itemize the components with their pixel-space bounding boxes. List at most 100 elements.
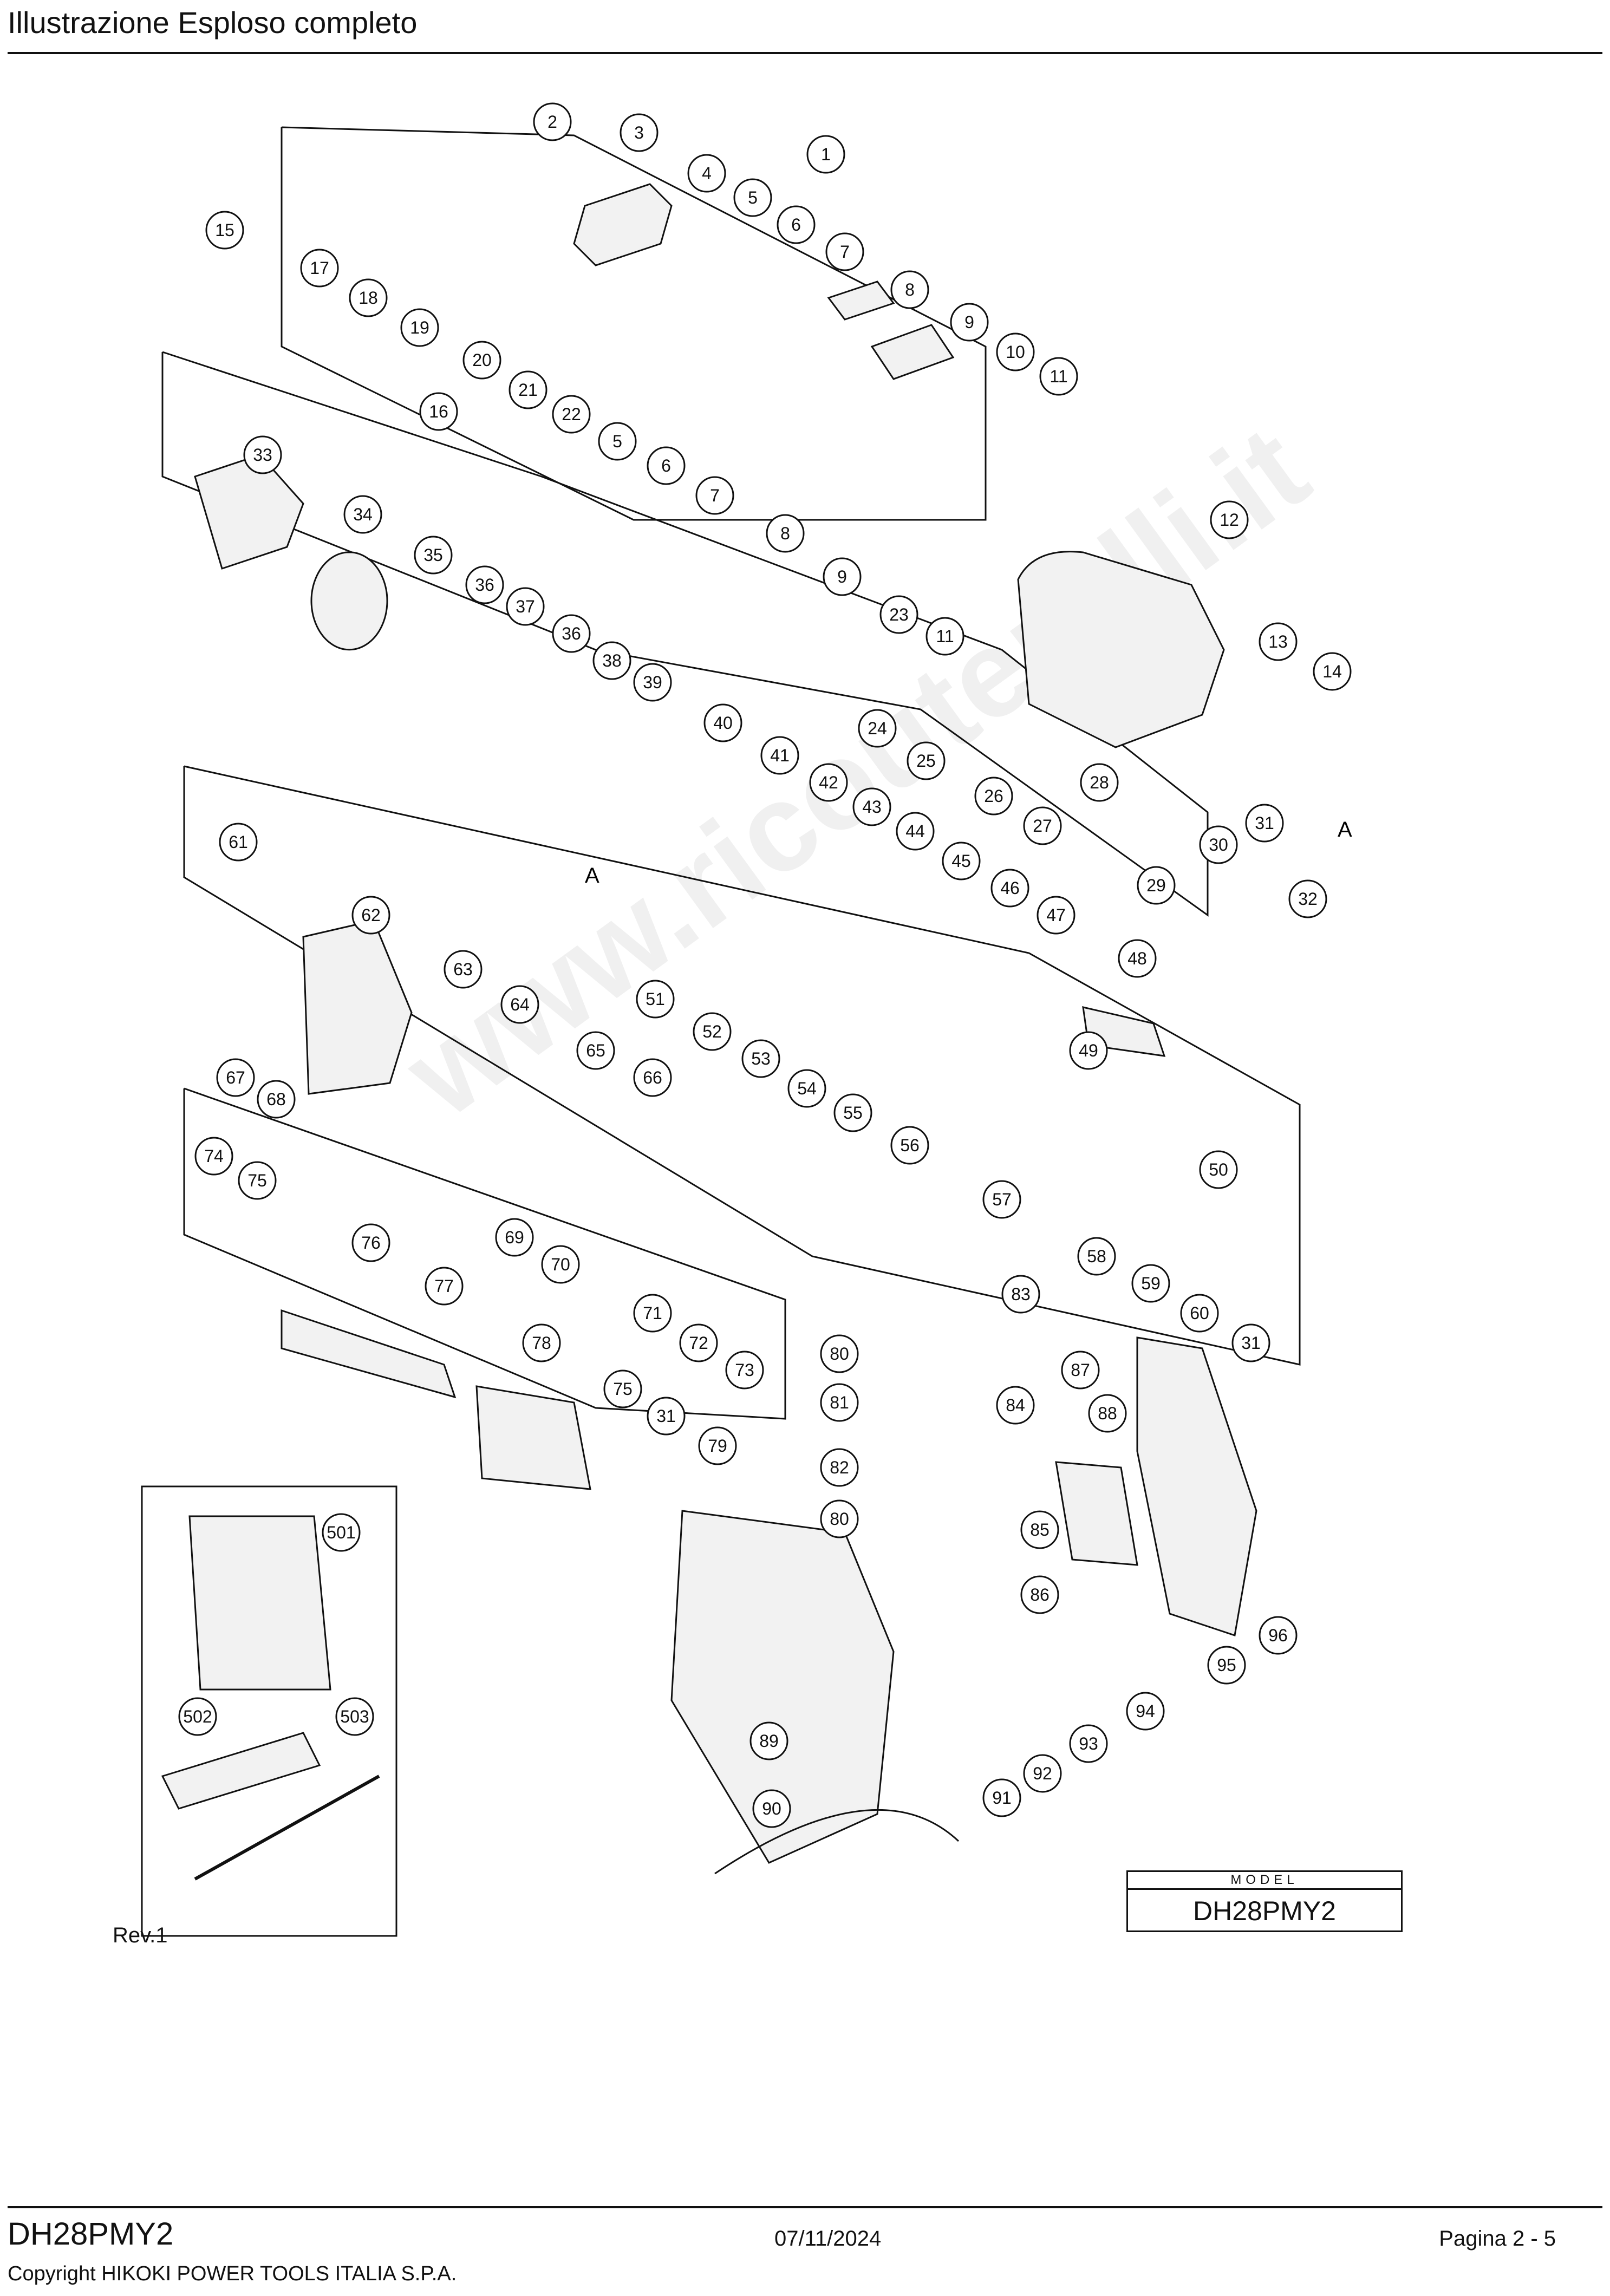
callout-bubble xyxy=(1088,1394,1127,1433)
callout-number: 68 xyxy=(266,1090,286,1109)
callout-number: 44 xyxy=(905,821,925,841)
switch-part xyxy=(1055,1461,1138,1566)
callout-number: 30 xyxy=(1209,835,1228,855)
handle-part xyxy=(1136,1336,1257,1636)
callout-8: 8 xyxy=(766,514,805,553)
callout-31: 31 xyxy=(647,1397,686,1436)
callout-number: 31 xyxy=(1255,813,1274,833)
callout-number: 503 xyxy=(340,1707,369,1726)
callout-number: 62 xyxy=(361,905,381,925)
callout-number: 3 xyxy=(634,123,644,142)
callout-number: 53 xyxy=(751,1049,771,1068)
callout-number: 52 xyxy=(702,1022,722,1041)
callout-17: 17 xyxy=(300,249,339,288)
callout-72: 72 xyxy=(679,1323,718,1362)
callout-bubble xyxy=(351,896,390,935)
callout-bubble xyxy=(219,823,258,862)
callout-85: 85 xyxy=(1020,1510,1059,1549)
callout-bubble xyxy=(752,1789,791,1828)
callout-number: 38 xyxy=(602,651,622,670)
callout-number: 96 xyxy=(1268,1626,1288,1645)
callout-22: 22 xyxy=(552,395,591,434)
callout-91: 91 xyxy=(982,1778,1021,1817)
callout-group: 1234567891011121314151617181920212256789… xyxy=(178,102,1352,1828)
callout-45: 45 xyxy=(942,842,981,880)
callout-bubble xyxy=(343,495,382,534)
callout-bubble xyxy=(598,422,637,461)
callout-15: 15 xyxy=(205,211,244,250)
callout-number: 67 xyxy=(226,1068,245,1087)
callout-31: 31 xyxy=(1245,804,1284,843)
callout-number: 78 xyxy=(532,1333,551,1353)
callout-6: 6 xyxy=(647,446,686,485)
callout-bubble xyxy=(925,617,964,656)
stator-part xyxy=(475,1385,591,1490)
footer-date: 07/11/2024 xyxy=(774,2227,882,2251)
callout-bubble xyxy=(982,1180,1021,1219)
callout-number: 4 xyxy=(702,164,712,183)
callout-502: 502 xyxy=(178,1697,217,1736)
chuck-part xyxy=(573,183,673,266)
callout-80: 80 xyxy=(820,1499,859,1538)
callout-bubble xyxy=(1259,1616,1298,1655)
footer-rule xyxy=(8,2206,1602,2208)
callout-bubble xyxy=(698,1426,737,1465)
callout-75: 75 xyxy=(238,1161,277,1200)
callout-bubble xyxy=(1288,879,1327,918)
callout-number: 22 xyxy=(562,405,581,424)
callout-95: 95 xyxy=(1207,1646,1246,1685)
callout-11: 11 xyxy=(1039,357,1078,396)
callout-36: 36 xyxy=(465,565,504,604)
callout-bubble xyxy=(1245,804,1284,843)
callout-53: 53 xyxy=(741,1039,780,1078)
callout-bubble xyxy=(820,1334,859,1373)
callout-number: 54 xyxy=(797,1079,817,1098)
callout-bubble xyxy=(465,565,504,604)
callout-number: 50 xyxy=(1209,1160,1228,1179)
callout-29: 29 xyxy=(1137,866,1176,905)
callout-54: 54 xyxy=(787,1069,826,1108)
accessory-box-outline xyxy=(141,1485,397,1937)
callout-38: 38 xyxy=(592,641,631,680)
callout-62: 62 xyxy=(351,896,390,935)
callout-number: 25 xyxy=(916,751,936,771)
callout-bubble xyxy=(400,308,439,347)
callout-bubble xyxy=(322,1513,361,1552)
callout-9: 9 xyxy=(823,557,862,596)
callout-bubble xyxy=(552,614,591,653)
callout-number: 66 xyxy=(643,1068,662,1087)
callout-number: 7 xyxy=(710,486,720,505)
footer-model: DH28PMY2 xyxy=(8,2216,174,2252)
callout-12: 12 xyxy=(1210,500,1249,539)
callout-number: 27 xyxy=(1033,816,1052,836)
callout-bubble xyxy=(806,135,845,174)
callout-number: 70 xyxy=(551,1255,570,1274)
housing-front xyxy=(1017,551,1225,748)
callout-number: 23 xyxy=(889,605,909,624)
callout-number: 10 xyxy=(1006,342,1025,362)
callout-bubble xyxy=(693,1012,732,1051)
armature-part xyxy=(281,1309,457,1399)
callout-bubble xyxy=(825,232,864,271)
callout-13: 13 xyxy=(1259,622,1298,661)
callout-bubble xyxy=(506,587,545,626)
callout-number: 5 xyxy=(748,188,758,207)
callout-94: 94 xyxy=(1126,1692,1165,1731)
callout-bubble xyxy=(462,341,501,380)
callout-bubble xyxy=(178,1697,217,1736)
callout-number: 85 xyxy=(1030,1520,1050,1540)
callout-bubble xyxy=(351,1223,390,1262)
callout-number: 58 xyxy=(1087,1247,1106,1266)
callout-bubble xyxy=(1137,866,1176,905)
callout-79: 79 xyxy=(698,1426,737,1465)
callout-10: 10 xyxy=(996,332,1035,371)
callout-bubble xyxy=(1001,1275,1040,1314)
callout-bubble xyxy=(741,1039,780,1078)
footer-page-number: Pagina 2 - 5 xyxy=(1439,2227,1556,2251)
model-box: MODEL DH28PMY2 xyxy=(1126,1870,1403,1932)
callout-48: 48 xyxy=(1118,939,1157,978)
callout-bubble xyxy=(1020,1510,1059,1549)
callout-bubble xyxy=(766,514,805,553)
callout-35: 35 xyxy=(414,536,453,575)
callout-bubble xyxy=(1023,806,1062,845)
